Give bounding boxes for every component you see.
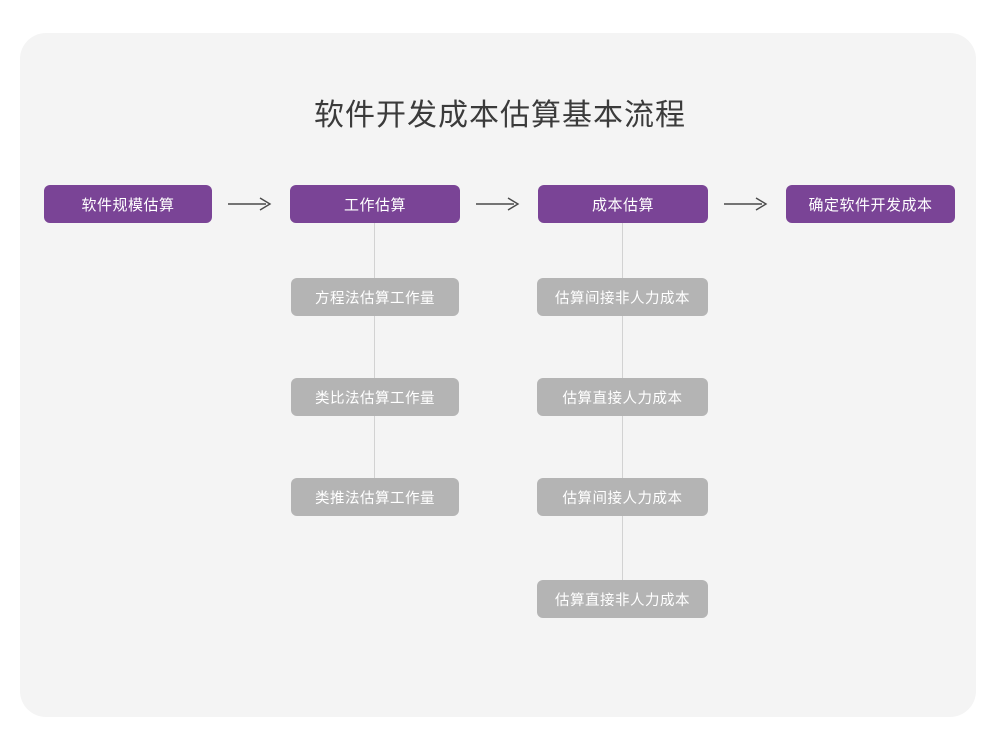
substep-cost-direct-labor[interactable]: 估算直接人力成本: [537, 378, 708, 416]
flow-step-work-estimation[interactable]: 工作估算: [290, 185, 460, 223]
flow-step-label: 软件规模估算: [81, 196, 175, 214]
substep-label: 估算直接非人力成本: [555, 592, 690, 609]
flow-step-software-scale-estimation[interactable]: 软件规模估算: [44, 185, 212, 223]
substep-work-inference-method[interactable]: 类推法估算工作量: [291, 478, 459, 516]
connector-line-work: [374, 204, 375, 516]
substep-work-analogy-method[interactable]: 类比法估算工作量: [291, 378, 459, 416]
substep-label: 估算间接人力成本: [562, 490, 683, 507]
substep-label: 类比法估算工作量: [315, 390, 435, 407]
substep-cost-indirect-labor[interactable]: 估算间接人力成本: [537, 478, 708, 516]
flow-step-label: 确定软件开发成本: [808, 196, 933, 214]
substep-label: 方程法估算工作量: [315, 290, 435, 307]
arrow-step1-to-step2: [228, 194, 274, 214]
substep-cost-direct-nonlabor[interactable]: 估算直接非人力成本: [537, 580, 708, 618]
arrow-step2-to-step3: [476, 194, 522, 214]
flow-step-cost-estimation[interactable]: 成本估算: [538, 185, 708, 223]
substep-label: 类推法估算工作量: [315, 490, 435, 507]
flow-step-label: 工作估算: [343, 196, 406, 214]
flow-step-determine-development-cost[interactable]: 确定软件开发成本: [786, 185, 955, 223]
substep-cost-indirect-nonlabor[interactable]: 估算间接非人力成本: [537, 278, 708, 316]
arrow-step3-to-step4: [724, 194, 770, 214]
diagram-canvas: [20, 33, 976, 717]
flow-step-label: 成本估算: [591, 196, 654, 214]
page-title: 软件开发成本估算基本流程: [314, 99, 686, 132]
substep-label: 估算直接人力成本: [562, 390, 683, 407]
substep-work-equation-method[interactable]: 方程法估算工作量: [291, 278, 459, 316]
substep-label: 估算间接非人力成本: [555, 290, 690, 307]
